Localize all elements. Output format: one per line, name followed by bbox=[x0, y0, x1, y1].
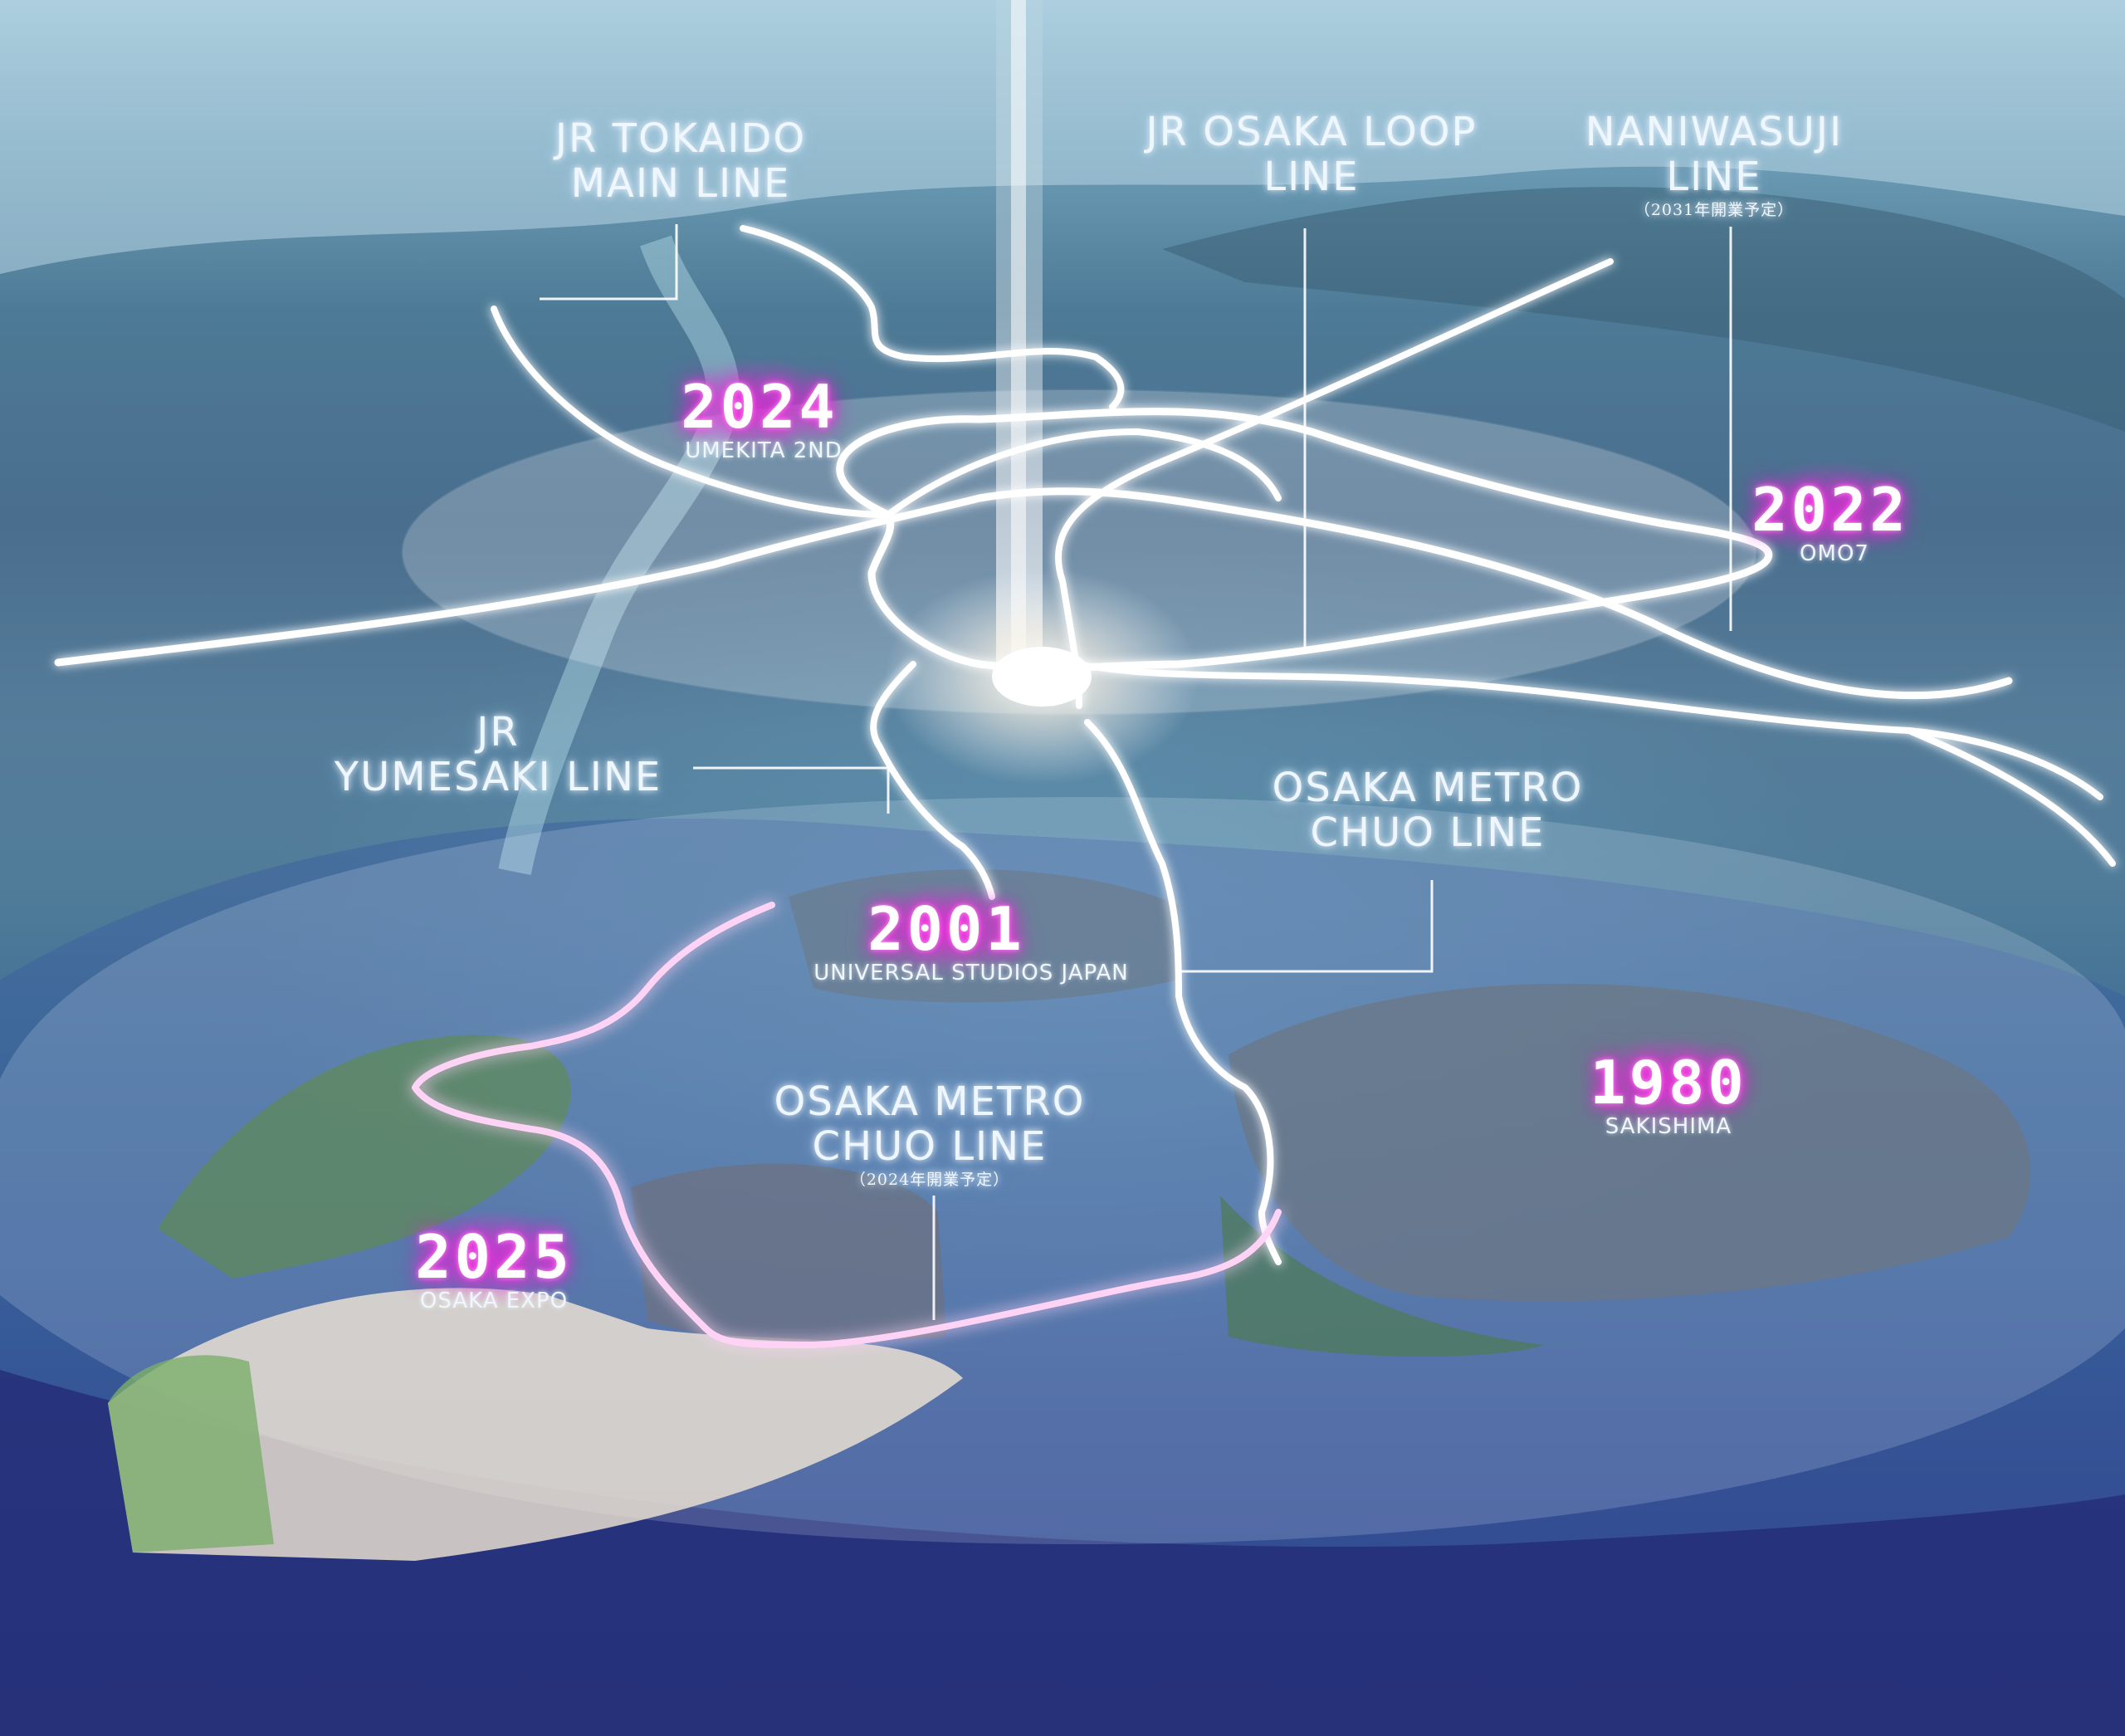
label-chuo-lower-line2: CHUO LINE bbox=[812, 1123, 1048, 1170]
mountain-ridge bbox=[0, 0, 2125, 274]
route-jr-yumesaki bbox=[870, 661, 995, 900]
label-chuo-upper: OSAKA METRO CHUO LINE bbox=[1245, 765, 1610, 855]
label-jr-tokaido: JR TOKAIDO MAIN LINE bbox=[552, 116, 809, 206]
milestone-glow-2001 bbox=[859, 880, 1033, 980]
label-chuo-lower: OSAKA METRO CHUO LINE （2024年開業予定） bbox=[755, 1079, 1104, 1191]
route-branch-northwest bbox=[491, 306, 892, 518]
label-naniwasuji-note: （2031年開業予定） bbox=[1634, 201, 1795, 219]
label-chuo-upper-line2: CHUO LINE bbox=[1310, 809, 1546, 856]
label-jr-osaka-loop-line2: LINE bbox=[1263, 154, 1360, 200]
milestone-place-2025: OSAKA EXPO bbox=[419, 1289, 569, 1313]
island-maishima bbox=[158, 1034, 571, 1279]
label-jr-yumesaki-line1: JR bbox=[476, 709, 520, 756]
island-yumeshima bbox=[108, 1288, 963, 1561]
route-jr-osaka-loop bbox=[836, 408, 1773, 672]
light-burst-core bbox=[992, 647, 1092, 707]
label-chuo-upper-line1: OSAKA METRO bbox=[1272, 765, 1584, 811]
open-sea bbox=[0, 1370, 2125, 1736]
route-right-descend bbox=[1906, 727, 2116, 867]
leader-tokaido bbox=[540, 224, 678, 301]
island-sakishima bbox=[1229, 983, 2031, 1302]
milestone-place-2001: UNIVERSAL STUDIOS JAPAN bbox=[813, 961, 1129, 985]
route-naniwasuji bbox=[1055, 258, 1614, 709]
milestone-glow-2025 bbox=[407, 1208, 581, 1308]
milestone-glow-2022 bbox=[1743, 461, 1917, 560]
route-chuo-south bbox=[1084, 719, 1282, 1265]
label-chuo-lower-note: （2024年開業予定） bbox=[849, 1171, 1010, 1189]
leader-chuo-upper bbox=[1179, 880, 1434, 973]
milestone-year-1980: 1980 bbox=[1590, 1048, 1747, 1117]
label-naniwasuji: NANIWASUJI LINE （2031年開業予定） bbox=[1561, 110, 1868, 221]
label-chuo-lower-line1: OSAKA METRO bbox=[774, 1078, 1086, 1125]
label-naniwasuji-line1: NANIWASUJI bbox=[1585, 109, 1844, 155]
milestone-year-2024: 2024 bbox=[681, 372, 838, 442]
leader-lines bbox=[540, 224, 1732, 1320]
mountain-ridge-right bbox=[1162, 187, 2125, 432]
milestone-year-2001: 2001 bbox=[867, 894, 1025, 964]
label-jr-tokaido-line2: MAIN LINE bbox=[570, 160, 791, 207]
route-inner-loop bbox=[885, 428, 1282, 518]
label-jr-osaka-loop: JR OSAKA LOOP LINE bbox=[1133, 110, 1490, 199]
label-jr-yumesaki-line2: YUMESAKI LINE bbox=[334, 754, 662, 800]
light-beam-core bbox=[1011, 0, 1026, 681]
milestone-year-2025: 2025 bbox=[415, 1222, 573, 1292]
leader-yumesaki bbox=[693, 766, 890, 814]
milestone-place-2024: UMEKITA 2ND bbox=[685, 438, 843, 463]
label-jr-tokaido-line1: JR TOKAIDO bbox=[554, 115, 807, 162]
river bbox=[498, 235, 740, 875]
label-jr-osaka-loop-line1: JR OSAKA LOOP bbox=[1146, 109, 1478, 155]
route-branch-east bbox=[1076, 661, 2103, 800]
milestone-glow-2024 bbox=[672, 357, 847, 457]
route-chuo-extension bbox=[412, 902, 1282, 1348]
island-yumeshima-green bbox=[108, 1355, 274, 1553]
milestone-year-2022: 2022 bbox=[1751, 475, 1909, 545]
label-jr-yumesaki: JR YUMESAKI LINE bbox=[324, 710, 672, 800]
milestone-place-2022: OMO7 bbox=[1800, 541, 1869, 566]
milestone-place-1980: SAKISHIMA bbox=[1605, 1114, 1732, 1139]
milestone-glow-1980 bbox=[1581, 1034, 1756, 1133]
label-naniwasuji-line2: LINE bbox=[1666, 154, 1762, 200]
route-branch-north bbox=[740, 225, 1125, 410]
island-container-port bbox=[631, 1163, 946, 1342]
island-sakishima-south bbox=[1220, 1196, 1544, 1357]
